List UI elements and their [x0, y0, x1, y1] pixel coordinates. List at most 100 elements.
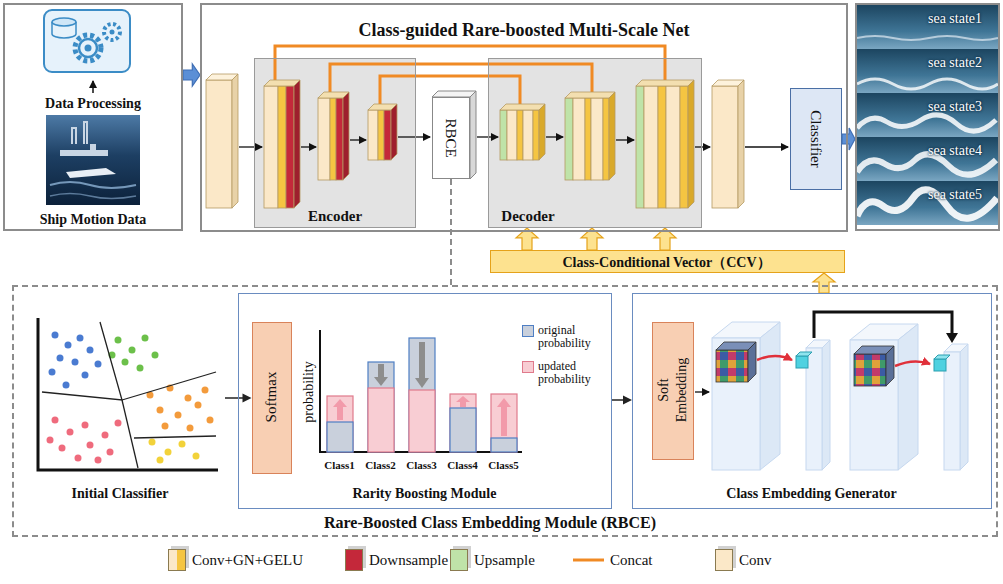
node-label-holder: sea state4: [928, 141, 982, 159]
arrow-head: [243, 394, 252, 403]
encoder-ground: [254, 58, 416, 228]
arrow-head: [623, 396, 632, 405]
legend-swatch: [345, 549, 363, 571]
flow-arrow: [92, 81, 94, 93]
node-label-holder: Class Embedding Generator: [726, 484, 896, 502]
node-label: Ship Motion Data: [40, 212, 147, 227]
node-label-holder: sea state5: [928, 185, 982, 203]
legend-item: Conv+GN+GELU: [168, 548, 303, 572]
node-label: Class Embedding Generator: [726, 486, 896, 501]
decoder-box: Decoder: [488, 58, 702, 228]
conv-blocks: [206, 74, 744, 208]
ccv-bar: Class-Conditional Vector（CCV）: [490, 250, 845, 273]
classifier-box: Classifier: [790, 88, 842, 190]
node-label: Class-guided Rare-boosted Multi-Scale Ne…: [358, 20, 689, 40]
embedding-cubes: [695, 312, 968, 470]
legend-swatch: [522, 325, 534, 337]
block-arrow: [842, 128, 855, 150]
legend-item: Conv: [715, 548, 772, 572]
class-label: Class5: [488, 459, 519, 471]
node-label-holder: Encoder: [308, 207, 362, 225]
class-label-holder: Class5: [488, 455, 519, 473]
concat-sample: [573, 559, 604, 562]
node-label: Soft Embedding: [656, 358, 689, 423]
sea-state-photos: [857, 5, 998, 225]
legend-text: Downsample: [369, 552, 448, 569]
legend-swatch: [715, 549, 733, 571]
connector: [813, 273, 835, 293]
legend-swatch: [450, 549, 468, 571]
node-label: sea state4: [928, 143, 982, 158]
node-label-holder: Rarity Boosting Module: [353, 484, 497, 502]
initial-classifier: Initial Classifier: [25, 316, 225, 506]
output-panel: sea state1 sea state2 sea state3 sea state4…: [855, 3, 1000, 231]
legend-gap: [575, 558, 610, 562]
node-label: Classifier: [807, 110, 823, 168]
connector-line: [225, 397, 244, 399]
class-label: Class4: [447, 459, 478, 471]
class-label-holder: Class1: [324, 455, 355, 473]
class-label: Class2: [365, 459, 396, 471]
node-label-holder: Class-Conditional Vector（CCV）: [562, 253, 770, 271]
node-label: Class-Conditional Vector（CCV）: [562, 255, 770, 270]
network-frame: Class-guided Rare-boosted Multi-Scale Ne…: [200, 3, 848, 232]
legend-swatch: [168, 549, 186, 571]
legend-text: Conv: [739, 552, 772, 569]
legend-text: updated probability: [538, 360, 614, 386]
softmax-box: Softmax: [252, 322, 292, 474]
connector: [842, 128, 855, 150]
input-panel: Data ProcessingShip Motion Data: [3, 3, 183, 231]
legend-text: original probability: [538, 324, 614, 350]
node-label: Encoder: [308, 208, 362, 224]
node-label: Data Processing: [45, 96, 141, 111]
legend-item: updated probability: [522, 360, 614, 386]
block-arrow: [813, 273, 835, 293]
node-label: Rarity Boosting Module: [353, 486, 497, 501]
node-label-holder: sea state3: [928, 97, 982, 115]
node-label-holder: Softmax: [262, 372, 280, 423]
axis-label-holder: probability: [299, 361, 317, 422]
legend-item: Downsample: [345, 548, 448, 572]
connector: [612, 396, 632, 405]
legend-text: Upsample: [474, 552, 535, 569]
node-label-holder: Classifier: [807, 110, 825, 168]
encoder-box: Encoder: [254, 58, 416, 228]
connector-line: [612, 399, 624, 401]
node-label: sea state2: [928, 55, 982, 70]
axis-label: probability: [301, 361, 316, 422]
legend-item: Upsample: [450, 548, 535, 572]
class-embedding-box: Class Embedding Generator Soft Embedding: [632, 293, 992, 509]
rbce-side-face: [470, 91, 476, 179]
node-label: RBCE: [443, 118, 459, 157]
class-label: Class3: [406, 459, 437, 471]
scatter-plot: [38, 318, 218, 470]
concat-lines: [275, 46, 665, 104]
data-processing-icon: [44, 10, 130, 72]
node-label: Softmax: [263, 372, 279, 423]
soft-embedding-box: Soft Embedding: [652, 322, 694, 460]
class-label: Class1: [324, 459, 355, 471]
node-label-holder: Data Processing: [45, 94, 141, 112]
block-arrow: [183, 64, 200, 86]
node-label-holder: Initial Classifier: [72, 484, 169, 502]
node-label: sea state5: [928, 187, 982, 202]
connector: [451, 179, 452, 285]
node-label-holder: Decoder: [501, 207, 554, 225]
flow-arrows: [239, 137, 788, 147]
connector: [183, 64, 200, 86]
node-label-holder: Soft Embedding: [654, 350, 689, 430]
node-label-holder: Ship Motion Data: [40, 210, 147, 228]
legend-text: Conv+GN+GELU: [192, 552, 303, 569]
node-label: sea state3: [928, 99, 982, 114]
class-label-holder: Class4: [447, 455, 478, 473]
legend-item: original probability: [522, 324, 614, 350]
node-label: Rare-Boosted Class Embedding Module (RBC…: [324, 514, 656, 531]
node-label: Initial Classifier: [72, 486, 169, 501]
rbce-box: RBCE: [432, 97, 470, 179]
node-label-holder: sea state2: [928, 53, 982, 71]
node-label: sea state1: [928, 11, 982, 26]
legend-swatch: [522, 361, 534, 373]
node-label-holder: sea state1: [928, 9, 982, 27]
